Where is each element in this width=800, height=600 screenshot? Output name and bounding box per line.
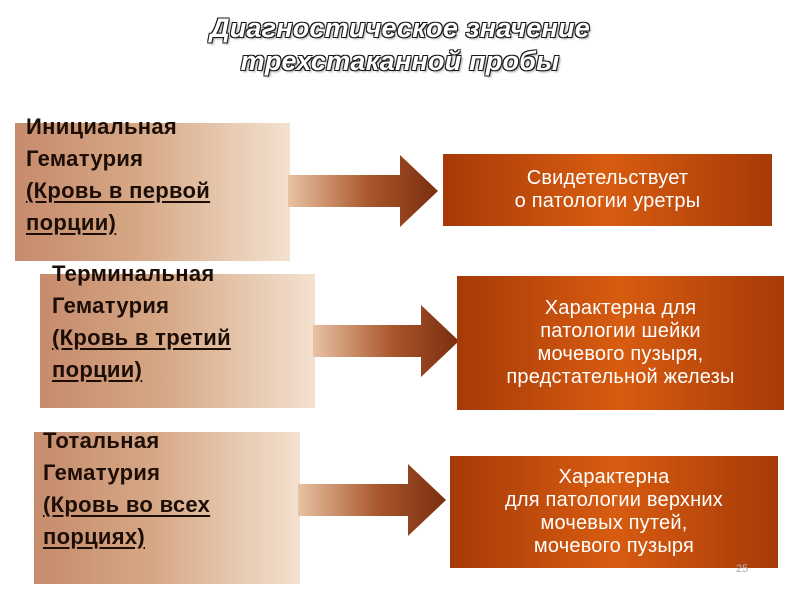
result-total-line-3: мочевых путей, <box>540 512 688 534</box>
arrow-right-icon <box>313 305 459 377</box>
result-terminal-line-2: патологии шейки <box>540 320 701 342</box>
hematuria-label-initial: Гематурия <box>26 146 144 171</box>
hematuria-note-terminal-1: (Кровь в третий <box>52 325 231 350</box>
page-number: 25 <box>736 563 749 575</box>
slide-title-line-2: трехстаканной пробы <box>240 46 560 76</box>
result-total-line-2: для патологии верхних <box>505 489 723 511</box>
left-text-terminal: Терминальная Гематурия (Кровь в третий п… <box>52 258 231 386</box>
hematuria-label-terminal: Гематурия <box>52 293 170 318</box>
hematuria-type-total: Тотальная <box>43 428 160 453</box>
left-text-initial: Инициальная Гематурия (Кровь в первой по… <box>26 111 210 239</box>
result-box-initial: Свидетельствует о патологии уретры <box>443 154 772 226</box>
result-total-line-1: Характерна <box>558 466 670 488</box>
hematuria-label-total: Гематурия <box>43 460 161 485</box>
result-total-line-4: мочевого пузыря <box>533 535 695 557</box>
hematuria-note-total-2: порциях) <box>43 524 146 549</box>
left-box-initial <box>15 123 290 261</box>
hematuria-type-initial: Инициальная <box>26 114 178 139</box>
slide-title: Диагностическое значение трехстаканной п… <box>0 12 800 78</box>
hematuria-type-terminal: Терминальная <box>52 261 215 286</box>
result-box-total: Характерна для патологии верхних мочевых… <box>450 456 778 568</box>
slide-title-line-1: Диагностическое значение <box>210 13 590 43</box>
hematuria-note-initial-1: (Кровь в первой <box>26 178 211 203</box>
left-text-total: Тотальная Гематурия (Кровь во всех порци… <box>43 425 210 553</box>
left-box-total <box>34 432 300 584</box>
result-box-terminal: Характерна для патологии шейки мочевого … <box>457 276 784 410</box>
result-initial-line-2: о патологии уретры <box>514 190 701 212</box>
result-terminal-line-3: мочевого пузыря, <box>537 343 704 365</box>
left-box-terminal <box>40 274 315 408</box>
arrow-right-icon <box>298 464 446 536</box>
hematuria-note-total-1: (Кровь во всех <box>43 492 211 517</box>
hematuria-note-initial-2: порции) <box>26 210 117 235</box>
result-initial-line-1: Свидетельствует <box>526 167 689 189</box>
hematuria-note-terminal-2: порции) <box>52 357 143 382</box>
arrow-right-icon <box>288 155 438 227</box>
result-terminal-line-4: предстательной железы <box>506 366 735 388</box>
result-terminal-line-1: Характерна для <box>544 297 697 319</box>
